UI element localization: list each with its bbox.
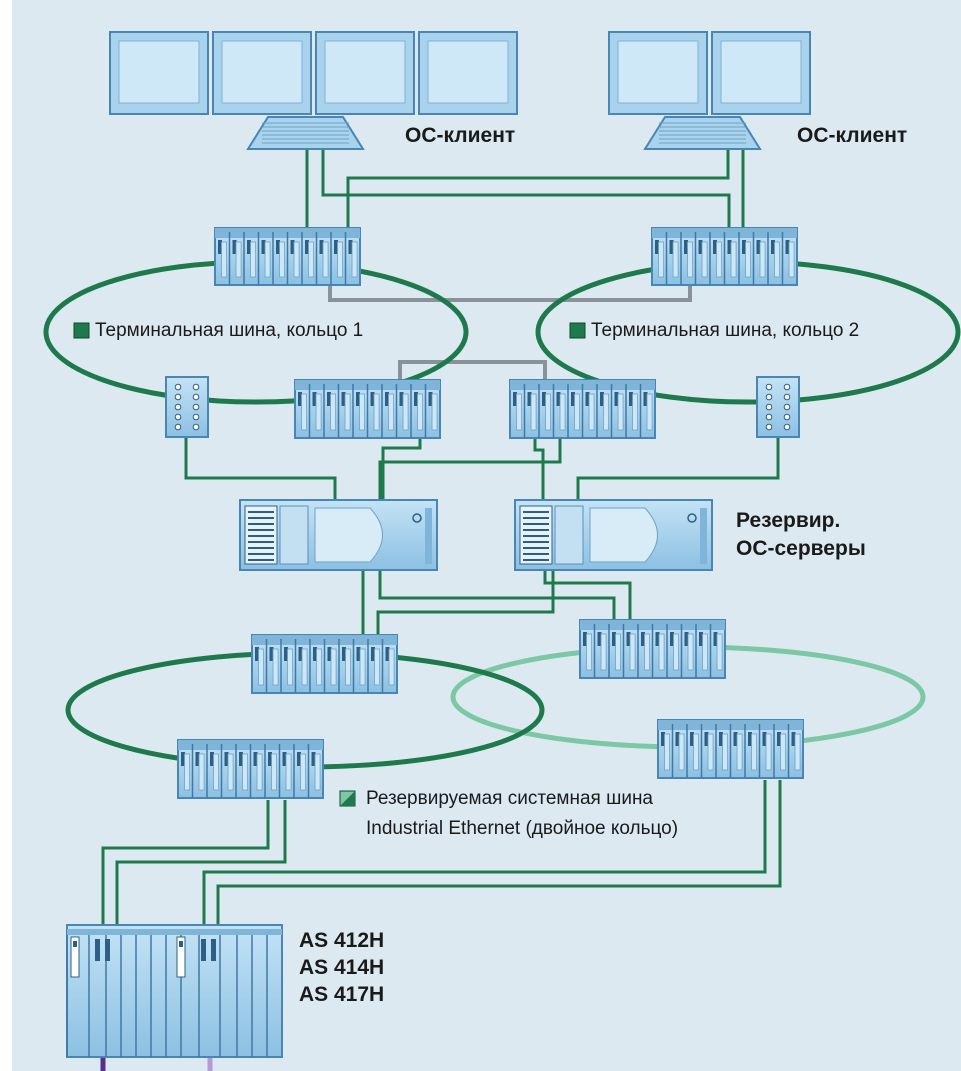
- system-switch-top-left: [251, 634, 398, 694]
- terminal-switch-top-left: [214, 227, 361, 286]
- client-links: [305, 150, 745, 228]
- system-switch-bottom-right: [657, 719, 804, 779]
- grey-links: [328, 285, 692, 380]
- terminal-switch-mid-left: [294, 379, 441, 439]
- ring1-label: Терминальная шина, кольцо 1: [95, 320, 364, 341]
- os-client-workstation-left: [109, 31, 518, 150]
- os-server-left: [239, 499, 438, 571]
- as-plc-rack: [66, 924, 283, 1058]
- os-client-label-left: ОС-клиент: [405, 124, 516, 147]
- system-switch-top-right: [579, 619, 726, 679]
- terminal-switch-top-right: [651, 227, 798, 286]
- os-client-workstation-right: [608, 31, 811, 150]
- server-links: [184, 432, 780, 500]
- os-server-right: [514, 499, 713, 571]
- terminal-switch-mid-right: [509, 379, 656, 439]
- legend-square-ring1: [73, 322, 90, 339]
- as-label-2: AS 414H: [299, 956, 385, 979]
- legend-square-ring2: [569, 322, 586, 339]
- system-links: [361, 570, 632, 635]
- os-client-label-right: ОС-клиент: [797, 124, 908, 147]
- ring2-label: Терминальная шина, кольцо 2: [591, 320, 860, 341]
- system-switch-bottom-left: [177, 739, 324, 799]
- legend-square-system-bus: [339, 790, 356, 807]
- as-label-1: AS 412H: [299, 929, 385, 952]
- as-label-3: AS 417H: [299, 983, 385, 1006]
- system-bus-label-line2: Industrial Ethernet (двойное кольцо): [366, 818, 679, 839]
- servers-label-line2: ОС-серверы: [736, 537, 866, 560]
- system-bus-label-line1: Резервируемая системная шина: [366, 788, 654, 809]
- as-links: [101, 780, 782, 925]
- small-switch-left: [165, 376, 209, 438]
- small-switch-right: [756, 376, 800, 438]
- servers-label-line1: Резервир.: [736, 509, 841, 532]
